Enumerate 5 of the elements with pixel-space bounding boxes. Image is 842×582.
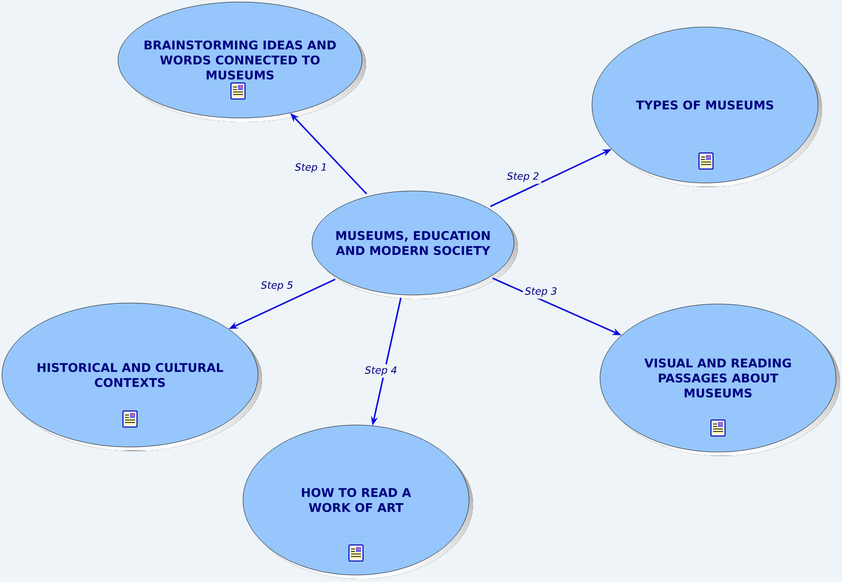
edge-label: Step 3 bbox=[522, 285, 560, 299]
edge-label: Step 2 bbox=[504, 170, 542, 184]
edge-label: Step 5 bbox=[258, 279, 296, 293]
edge-label: Step 4 bbox=[362, 364, 400, 378]
edge-label: Step 1 bbox=[292, 161, 330, 175]
